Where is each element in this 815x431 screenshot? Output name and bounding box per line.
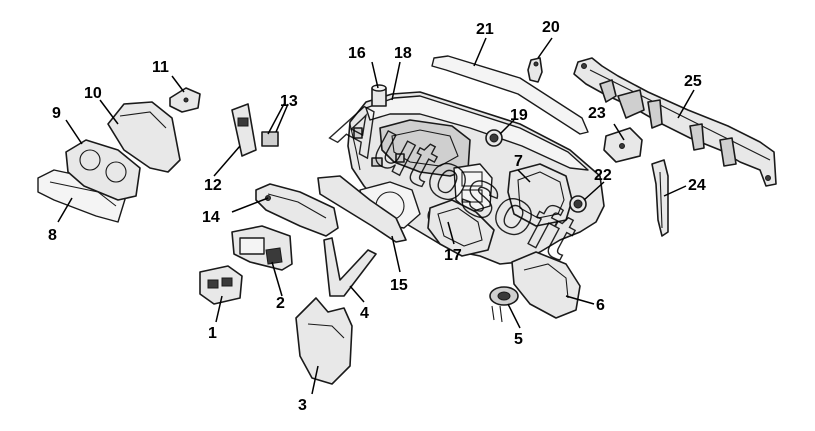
part-13-connector	[261, 131, 279, 147]
part-3-knee-cover	[295, 297, 353, 385]
leader-lines	[57, 37, 695, 395]
callout-9: 9	[52, 105, 61, 122]
part-11-clip	[169, 87, 201, 113]
callout-6: 6	[596, 297, 605, 314]
part-7-glovebox	[507, 163, 573, 227]
callout-5: 5	[514, 331, 523, 348]
callout-15: 15	[390, 277, 408, 294]
part-25-support-beam	[573, 57, 777, 187]
callout-2: 2	[276, 295, 285, 312]
part-2-switch-panel	[231, 225, 293, 271]
part-16-cylinder	[371, 84, 387, 107]
callout-25: 25	[684, 73, 702, 90]
part-1-switch-module	[199, 265, 243, 305]
callout-labels: 1 2 3 4 5 6 7 8 9 10 11 12 13 14 15 16 1…	[48, 19, 706, 414]
part-21-trim-strip	[431, 55, 589, 135]
callout-4: 4	[360, 305, 369, 322]
part-10-cluster-hood	[107, 101, 181, 173]
callout-8: 8	[48, 227, 57, 244]
part-19-vent	[485, 129, 503, 147]
callout-12: 12	[204, 177, 222, 194]
callout-19: 19	[510, 107, 528, 124]
callout-18: 18	[394, 45, 412, 62]
part-9-instrument-cluster	[65, 139, 141, 201]
callout-21: 21	[476, 21, 494, 38]
callout-24: 24	[688, 177, 706, 194]
callout-3: 3	[298, 397, 307, 414]
callout-10: 10	[84, 85, 102, 102]
callout-11: 11	[152, 59, 169, 76]
callout-20: 20	[542, 19, 560, 36]
callout-23: 23	[588, 105, 606, 122]
part-12-switch	[231, 103, 257, 157]
part-23-plate	[603, 127, 643, 163]
part-15-lower-trim	[317, 175, 407, 243]
callout-14: 14	[202, 209, 220, 226]
callout-1: 1	[208, 325, 217, 342]
part-4-u-bracket	[323, 237, 377, 297]
part-22-vent	[569, 195, 587, 213]
callout-22: 22	[594, 167, 612, 184]
part-20-bracket	[527, 57, 543, 83]
callout-13: 13	[280, 93, 298, 110]
part-17-lower-panel	[427, 199, 495, 257]
part-24-brace	[651, 159, 669, 237]
callout-17: 17	[444, 247, 462, 264]
callout-7: 7	[514, 153, 523, 170]
part-6-column-cover	[511, 251, 581, 319]
part-14-trim-panel	[255, 183, 339, 237]
part-5-ignition-lock	[489, 286, 519, 323]
callout-16: 16	[348, 45, 366, 62]
